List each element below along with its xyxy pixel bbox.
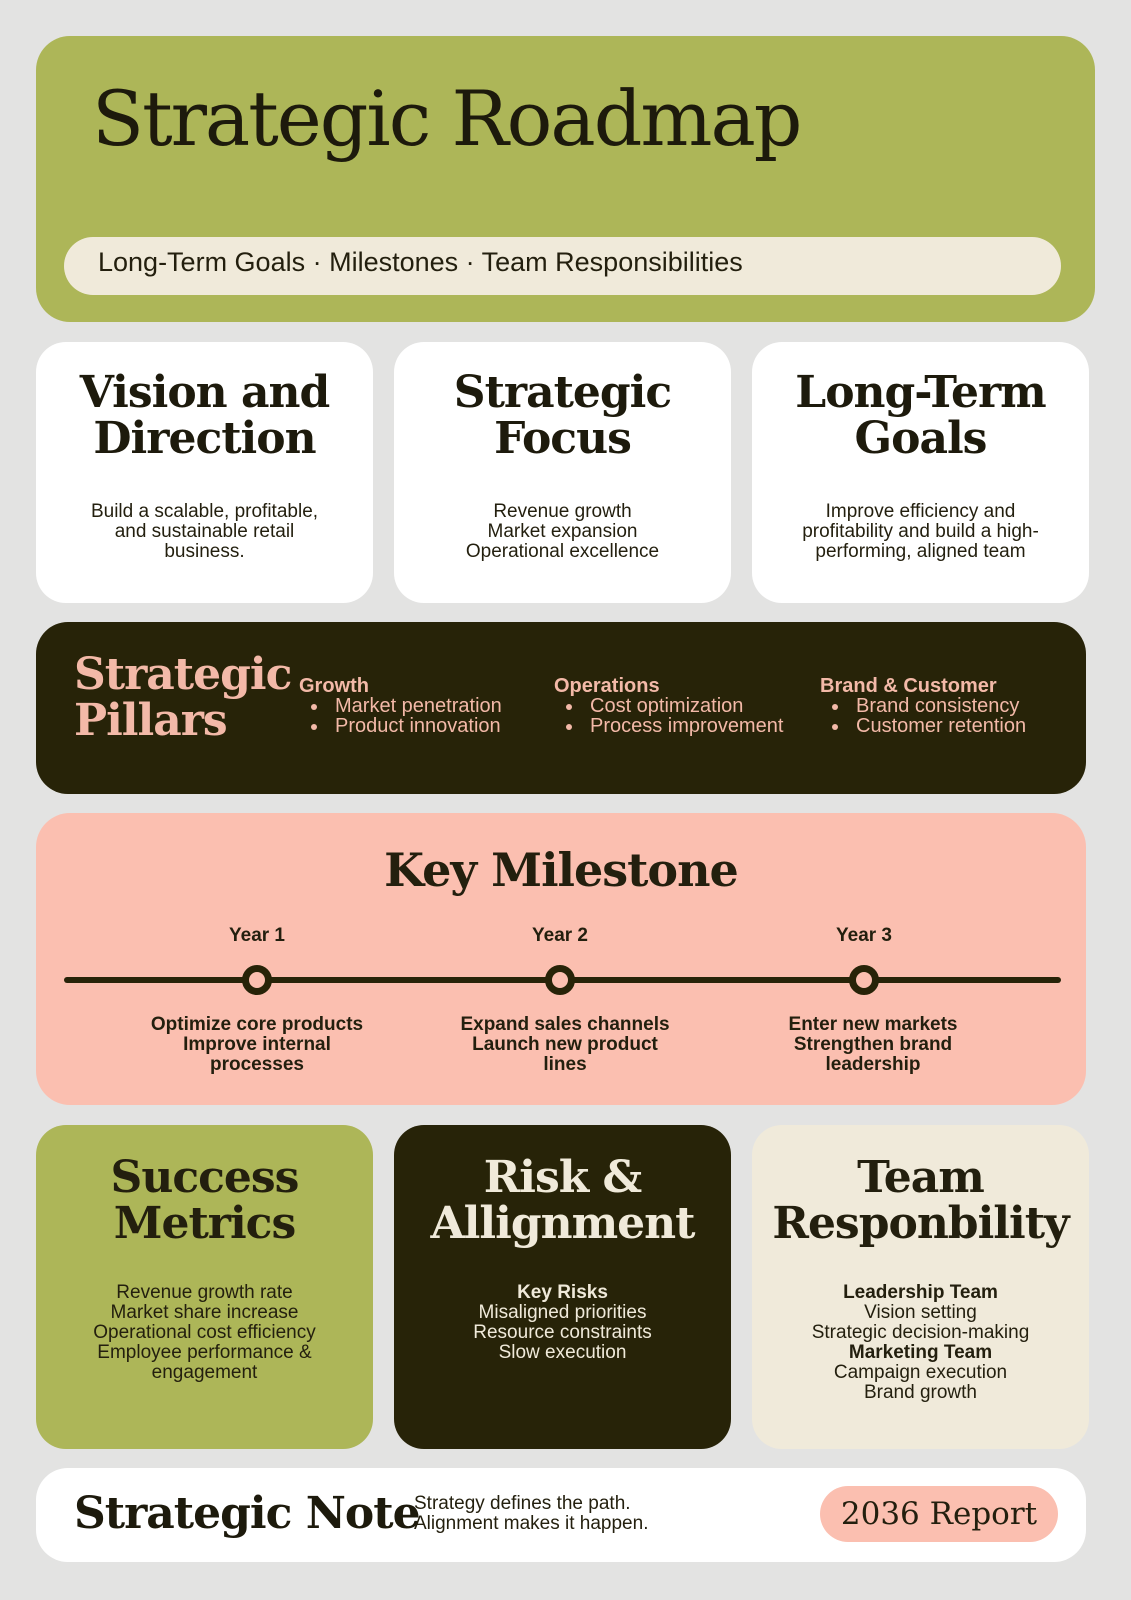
marketing-body: Campaign execution Brand growth [833, 1362, 1008, 1403]
risk-heading: Key Risks [517, 1282, 608, 1303]
risk-alignment-card: Risk & Allignment Key Risks Misaligned p… [394, 1125, 731, 1449]
strategic-note-bar: Strategic Note Strategy defines the path… [36, 1468, 1086, 1562]
strategic-pillars-panel: Strategic Pillars Growth Market penetrat… [36, 622, 1086, 794]
risk-body: Misaligned priorities Resource constrain… [473, 1302, 652, 1363]
milestone-title: Key Milestone [384, 843, 739, 897]
focus-card: Strategic Focus Revenue growth Market ex… [394, 342, 731, 603]
pillar-operations: Operations Cost optimization Process imp… [554, 676, 783, 736]
metrics-body: Revenue growth rate Market share increas… [93, 1282, 316, 1383]
vision-card-title: Vision and Direction [79, 367, 331, 464]
pillar-growth: Growth Market penetration Product innova… [299, 676, 502, 736]
note-text: Strategy defines the path. Alignment mak… [414, 1493, 649, 1534]
pillar-heading: Brand & Customer [820, 675, 997, 697]
pillar-point: Process improvement [554, 716, 783, 736]
vision-card-body: Build a scalable, profitable, and sustai… [90, 501, 319, 562]
leadership-heading: Leadership Team [843, 1282, 998, 1303]
timeline-node-year-3 [849, 965, 879, 995]
metrics-title: Success Metrics [110, 1152, 300, 1249]
pillar-point: Market penetration [299, 696, 502, 716]
year-3-label: Year 3 [836, 925, 892, 946]
team-title: Team Responbility [772, 1152, 1069, 1249]
year-2-goals: Expand sales channels Launch new product… [460, 1014, 670, 1075]
year-2-label: Year 2 [532, 925, 588, 946]
pillar-point: Cost optimization [554, 696, 783, 716]
pillar-point: Brand consistency [820, 696, 1026, 716]
pillar-brand-customer: Brand & Customer Brand consistency Custo… [820, 676, 1026, 736]
goals-card: Long-Term Goals Improve efficiency and p… [752, 342, 1089, 603]
marketing-heading: Marketing Team [848, 1342, 993, 1363]
note-title: Strategic Note [74, 1488, 421, 1539]
pillar-heading: Operations [554, 675, 660, 697]
pillars-title: Strategic Pillars [74, 649, 292, 746]
goals-card-title: Long-Term Goals [795, 367, 1046, 464]
pillar-point: Product innovation [299, 716, 502, 736]
subtitle-pill: Long-Term Goals · Milestones · Team Resp… [64, 237, 1061, 295]
goals-card-body: Improve efficiency and profitability and… [802, 501, 1039, 562]
pillar-heading: Growth [299, 675, 369, 697]
page-title: Strategic Roadmap [92, 74, 802, 163]
year-1-goals: Optimize core products Improve internal … [150, 1014, 364, 1075]
leadership-body: Vision setting Strategic decision-making [811, 1302, 1030, 1343]
focus-card-title: Strategic Focus [453, 367, 672, 464]
year-1-label: Year 1 [229, 925, 285, 946]
key-milestone-panel: Key Milestone Year 1 Year 2 Year 3 Optim… [36, 813, 1086, 1105]
header-banner: Strategic Roadmap Long-Term Goals · Mile… [36, 36, 1095, 322]
year-3-goals: Enter new markets Strengthen brand leade… [788, 1014, 958, 1075]
focus-card-body: Revenue growth Market expansion Operatio… [465, 501, 660, 562]
vision-card: Vision and Direction Build a scalable, p… [36, 342, 373, 603]
report-badge: 2036 Report [820, 1486, 1058, 1542]
timeline-node-year-2 [545, 965, 575, 995]
pillar-point: Customer retention [820, 716, 1026, 736]
timeline-node-year-1 [242, 965, 272, 995]
risk-title: Risk & Allignment [430, 1152, 696, 1249]
team-responsibility-card: Team Responbility Leadership Team Vision… [752, 1125, 1089, 1449]
success-metrics-card: Success Metrics Revenue growth rate Mark… [36, 1125, 373, 1449]
